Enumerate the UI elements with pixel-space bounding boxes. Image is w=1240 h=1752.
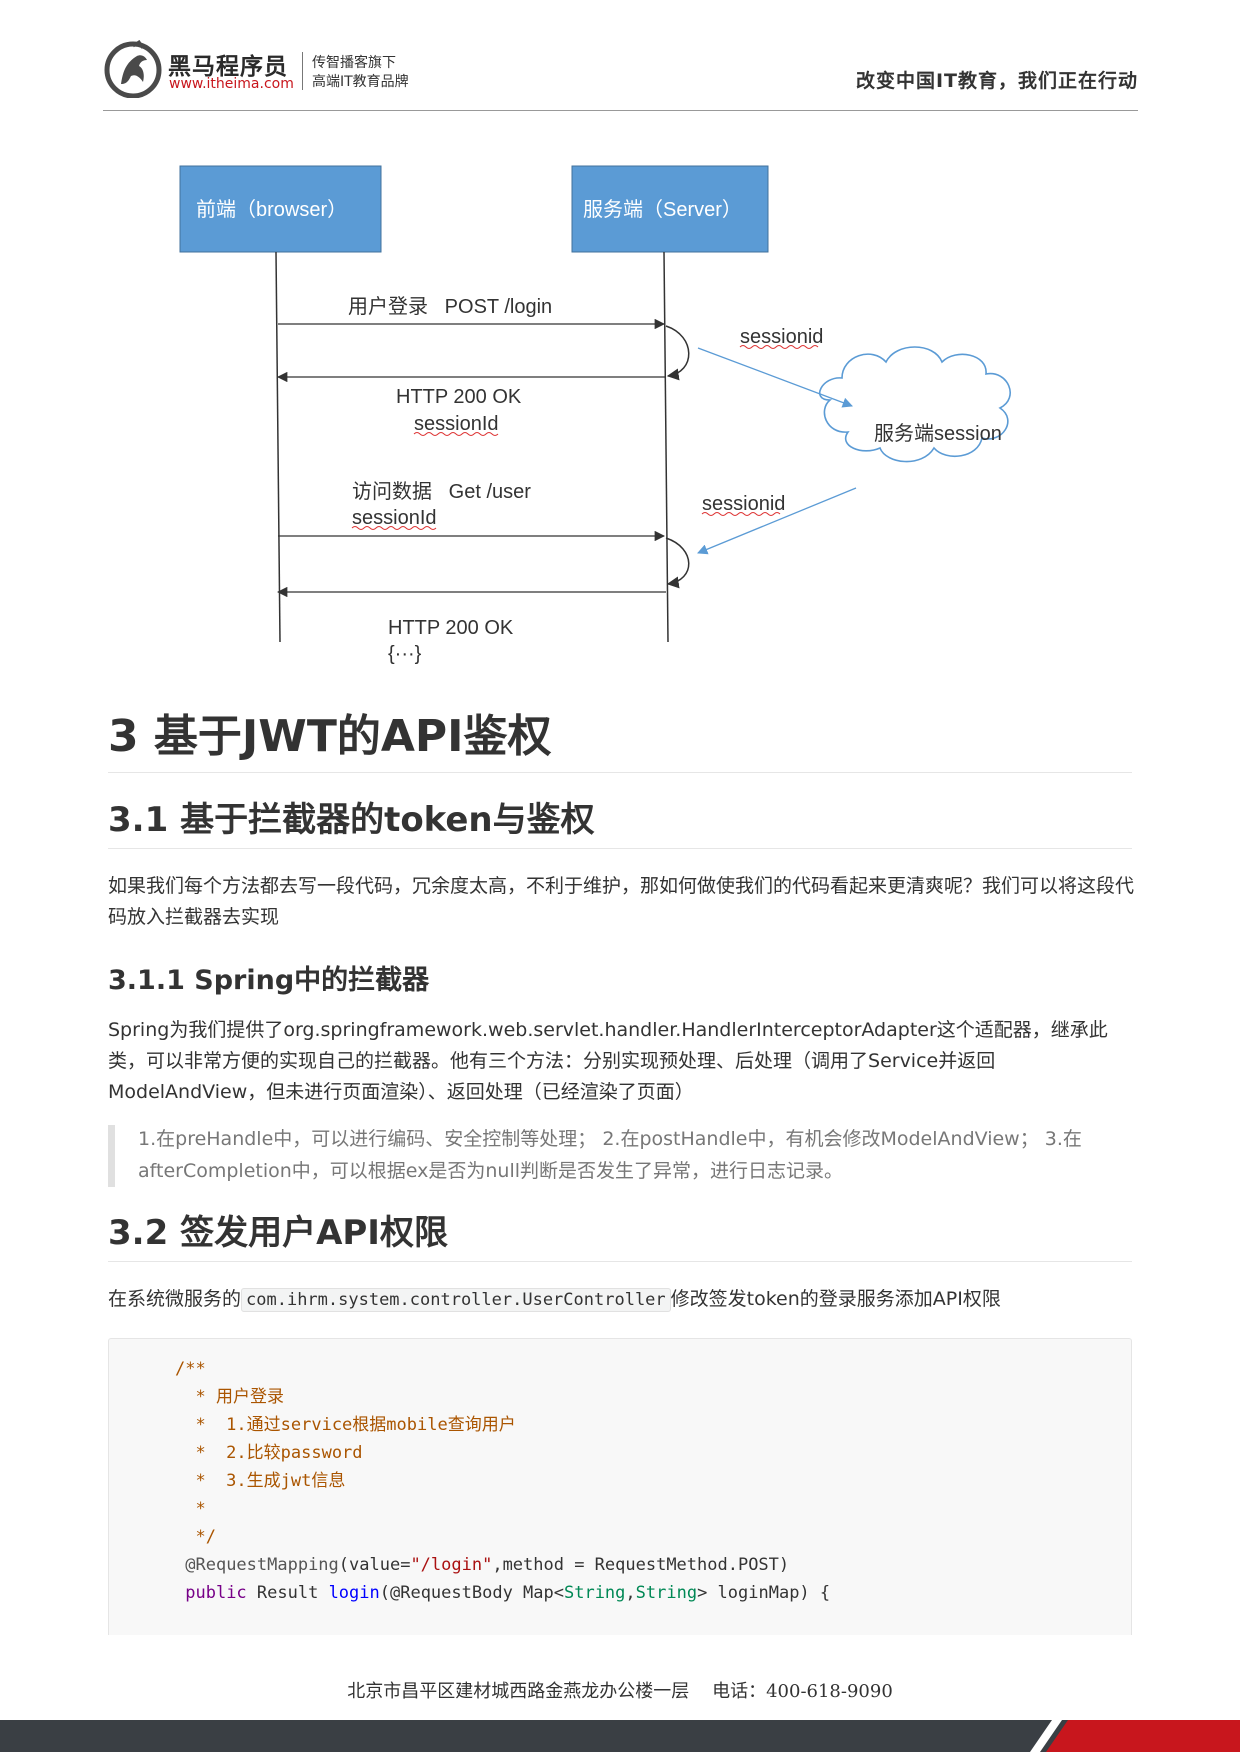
blockquote-bar (108, 1125, 115, 1187)
brand-tagline-1: 传智播客旗下 (312, 55, 396, 71)
spell-squiggle-3 (739, 345, 819, 349)
code-l8-a: (value= (338, 1555, 411, 1575)
heading-rule-2 (108, 848, 1132, 849)
brand-tagline-2: 高端IT教育品牌 (312, 74, 409, 90)
code-l9-d: > loginMap) { (697, 1583, 831, 1603)
code-l8-b: ,method = RequestMethod.POST) (492, 1555, 790, 1575)
paragraph-interceptor-intro: 如果我们每个方法都去写一段代码，冗余度太高，不利于维护，那如何做使我们的代码看起… (108, 875, 1135, 928)
code-line-7: */ (175, 1527, 216, 1547)
code-annotation: @RequestMapping (185, 1555, 339, 1575)
section-heading-3-2: 3.2 签发用户API权限 (108, 1213, 448, 1253)
server-box-label: 服务端（Server） (583, 198, 742, 221)
code-l9-b: (@RequestBody Map< (379, 1583, 564, 1603)
code-l9-a: Result (246, 1583, 329, 1603)
session-cloud (818, 346, 1011, 463)
session-auth-diagram: 前端（browser） 服务端（Server） 用户登录 POST /login… (179, 165, 1011, 665)
heading-rule-1 (108, 772, 1132, 773)
code-content: /** * 用户登录 * 1.通过service根据mobile查询用户 * 2… (175, 1355, 830, 1607)
spell-squiggle-4 (701, 512, 781, 516)
para-text-after: 修改签发token的登录服务添加API权限 (670, 1288, 1001, 1310)
code-type-string-1: String (563, 1583, 626, 1603)
code-line-3: * 1.通过service根据mobile查询用户 (175, 1415, 516, 1435)
section-heading-3-1: 3.1 基于拦截器的token与鉴权 (108, 800, 595, 840)
paragraph-spring-interceptor: Spring为我们提供了org.springframework.web.serv… (108, 1019, 1108, 1103)
sessionid-label-top: sessionid (740, 326, 823, 348)
msg-ok-label-2: HTTP 200 OK (388, 617, 514, 639)
code-type-string-2: String (635, 1583, 698, 1603)
inline-code-user-controller: com.ihrm.system.controller.UserControlle… (241, 1288, 671, 1312)
blockquote-interceptor-methods: 1.在preHandle中，可以进行编码、安全控制等处理； 2.在postHan… (138, 1128, 1082, 1182)
code-line-2: * 用户登录 (175, 1387, 284, 1407)
section-heading-3-1-1: 3.1.1 Spring中的拦截器 (108, 965, 430, 996)
server-loop-2 (665, 537, 690, 589)
horse-logo-icon (104, 40, 162, 98)
server-lifeline (663, 251, 669, 643)
msg-ok-session-1: sessionId (414, 413, 499, 435)
code-line-6: * (175, 1499, 206, 1519)
spell-squiggle-1 (413, 432, 499, 436)
code-block-login: /** * 用户登录 * 1.通过service根据mobile查询用户 * 2… (108, 1338, 1132, 1635)
footer-bar (0, 1720, 1240, 1752)
code-fn-login: login (328, 1583, 380, 1603)
sessionid-arrow-from-cloud (697, 487, 857, 555)
msg-login-label: 用户登录 POST /login (348, 295, 552, 318)
msg-get-user-label: 访问数据 Get /user (352, 480, 531, 503)
code-keyword-public: public (185, 1583, 247, 1603)
header-slogan: 改变中国IT教育，我们正在行动 (855, 70, 1138, 92)
browser-lifeline (275, 251, 281, 643)
code-line-1: /** (175, 1359, 206, 1379)
header-rule (103, 110, 1138, 111)
sessionid-arrow-to-cloud (697, 347, 853, 408)
browser-box (179, 165, 382, 253)
spell-squiggle-2 (351, 526, 437, 530)
section-heading-3: 3 基于JWT的API鉴权 (108, 711, 552, 762)
footer-address: 北京市昌平区建材城西路金燕龙办公楼一层 电话：400-618-9090 (347, 1681, 893, 1702)
heading-rule-3 (108, 1261, 1132, 1262)
para-text-before: 在系统微服务的 (108, 1288, 242, 1310)
msg-get-user-session: sessionId (352, 507, 437, 529)
code-line-4: * 2.比较password (175, 1443, 363, 1463)
code-line-5: * 3.生成jwt信息 (175, 1471, 346, 1491)
cloud-label: 服务端session (874, 422, 1002, 445)
msg-ok-body-2: {···} (388, 643, 422, 665)
sessionid-label-bottom: sessionid (702, 493, 785, 515)
code-string-login: "/login" (410, 1555, 493, 1575)
msg-ok-label-1: HTTP 200 OK (396, 386, 522, 408)
code-l9-c: , (625, 1583, 636, 1603)
brand-url: www.itheima.com (169, 76, 294, 92)
server-box (571, 165, 769, 253)
browser-box-label: 前端（browser） (196, 198, 347, 221)
brand-name: 黑马程序员 (168, 54, 288, 80)
server-loop-1 (665, 325, 690, 381)
brand-divider (302, 52, 303, 90)
